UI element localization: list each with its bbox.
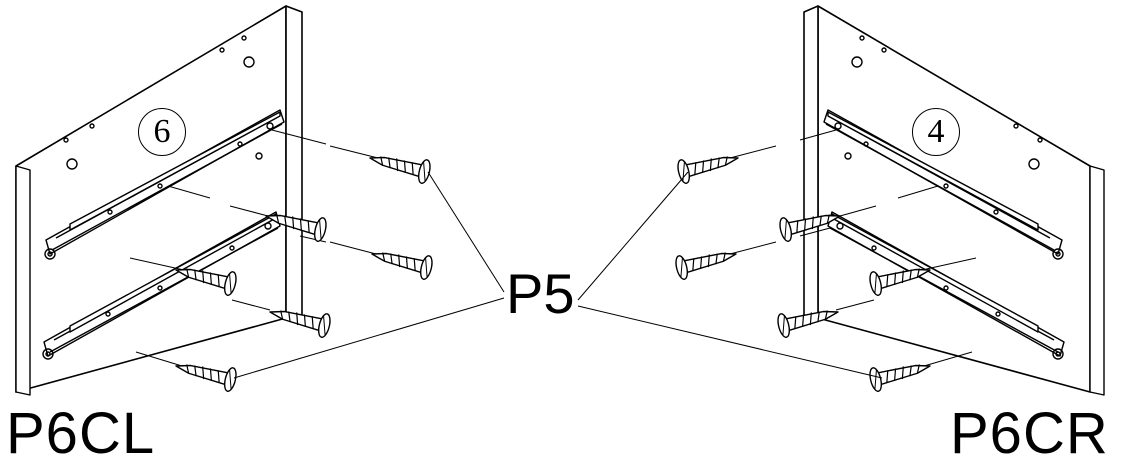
- right-guide-lines: [729, 129, 977, 367]
- left-side-panel: [15, 5, 303, 396]
- left-part-label: P6CL: [6, 401, 156, 466]
- screw-l1: [366, 145, 433, 186]
- left-guide-lines: [129, 129, 379, 367]
- screw-l6: [172, 353, 239, 394]
- right-panel-number: 4: [912, 108, 960, 156]
- screw-part-label: P5: [506, 262, 575, 325]
- right-upper-slide-rail: [823, 109, 1064, 260]
- screw-r3: [673, 241, 740, 282]
- right-lower-slide-rail: [827, 211, 1065, 360]
- screw-r1: [675, 145, 742, 186]
- screw-l3: [368, 241, 435, 282]
- left-upper-slide-rail: [44, 109, 285, 260]
- right-part-label: P6CR: [950, 401, 1109, 466]
- leader-lines: [233, 171, 883, 379]
- right-side-panel: [803, 5, 1105, 396]
- left-panel-number: 6: [138, 108, 186, 156]
- screw-r6: [867, 353, 934, 394]
